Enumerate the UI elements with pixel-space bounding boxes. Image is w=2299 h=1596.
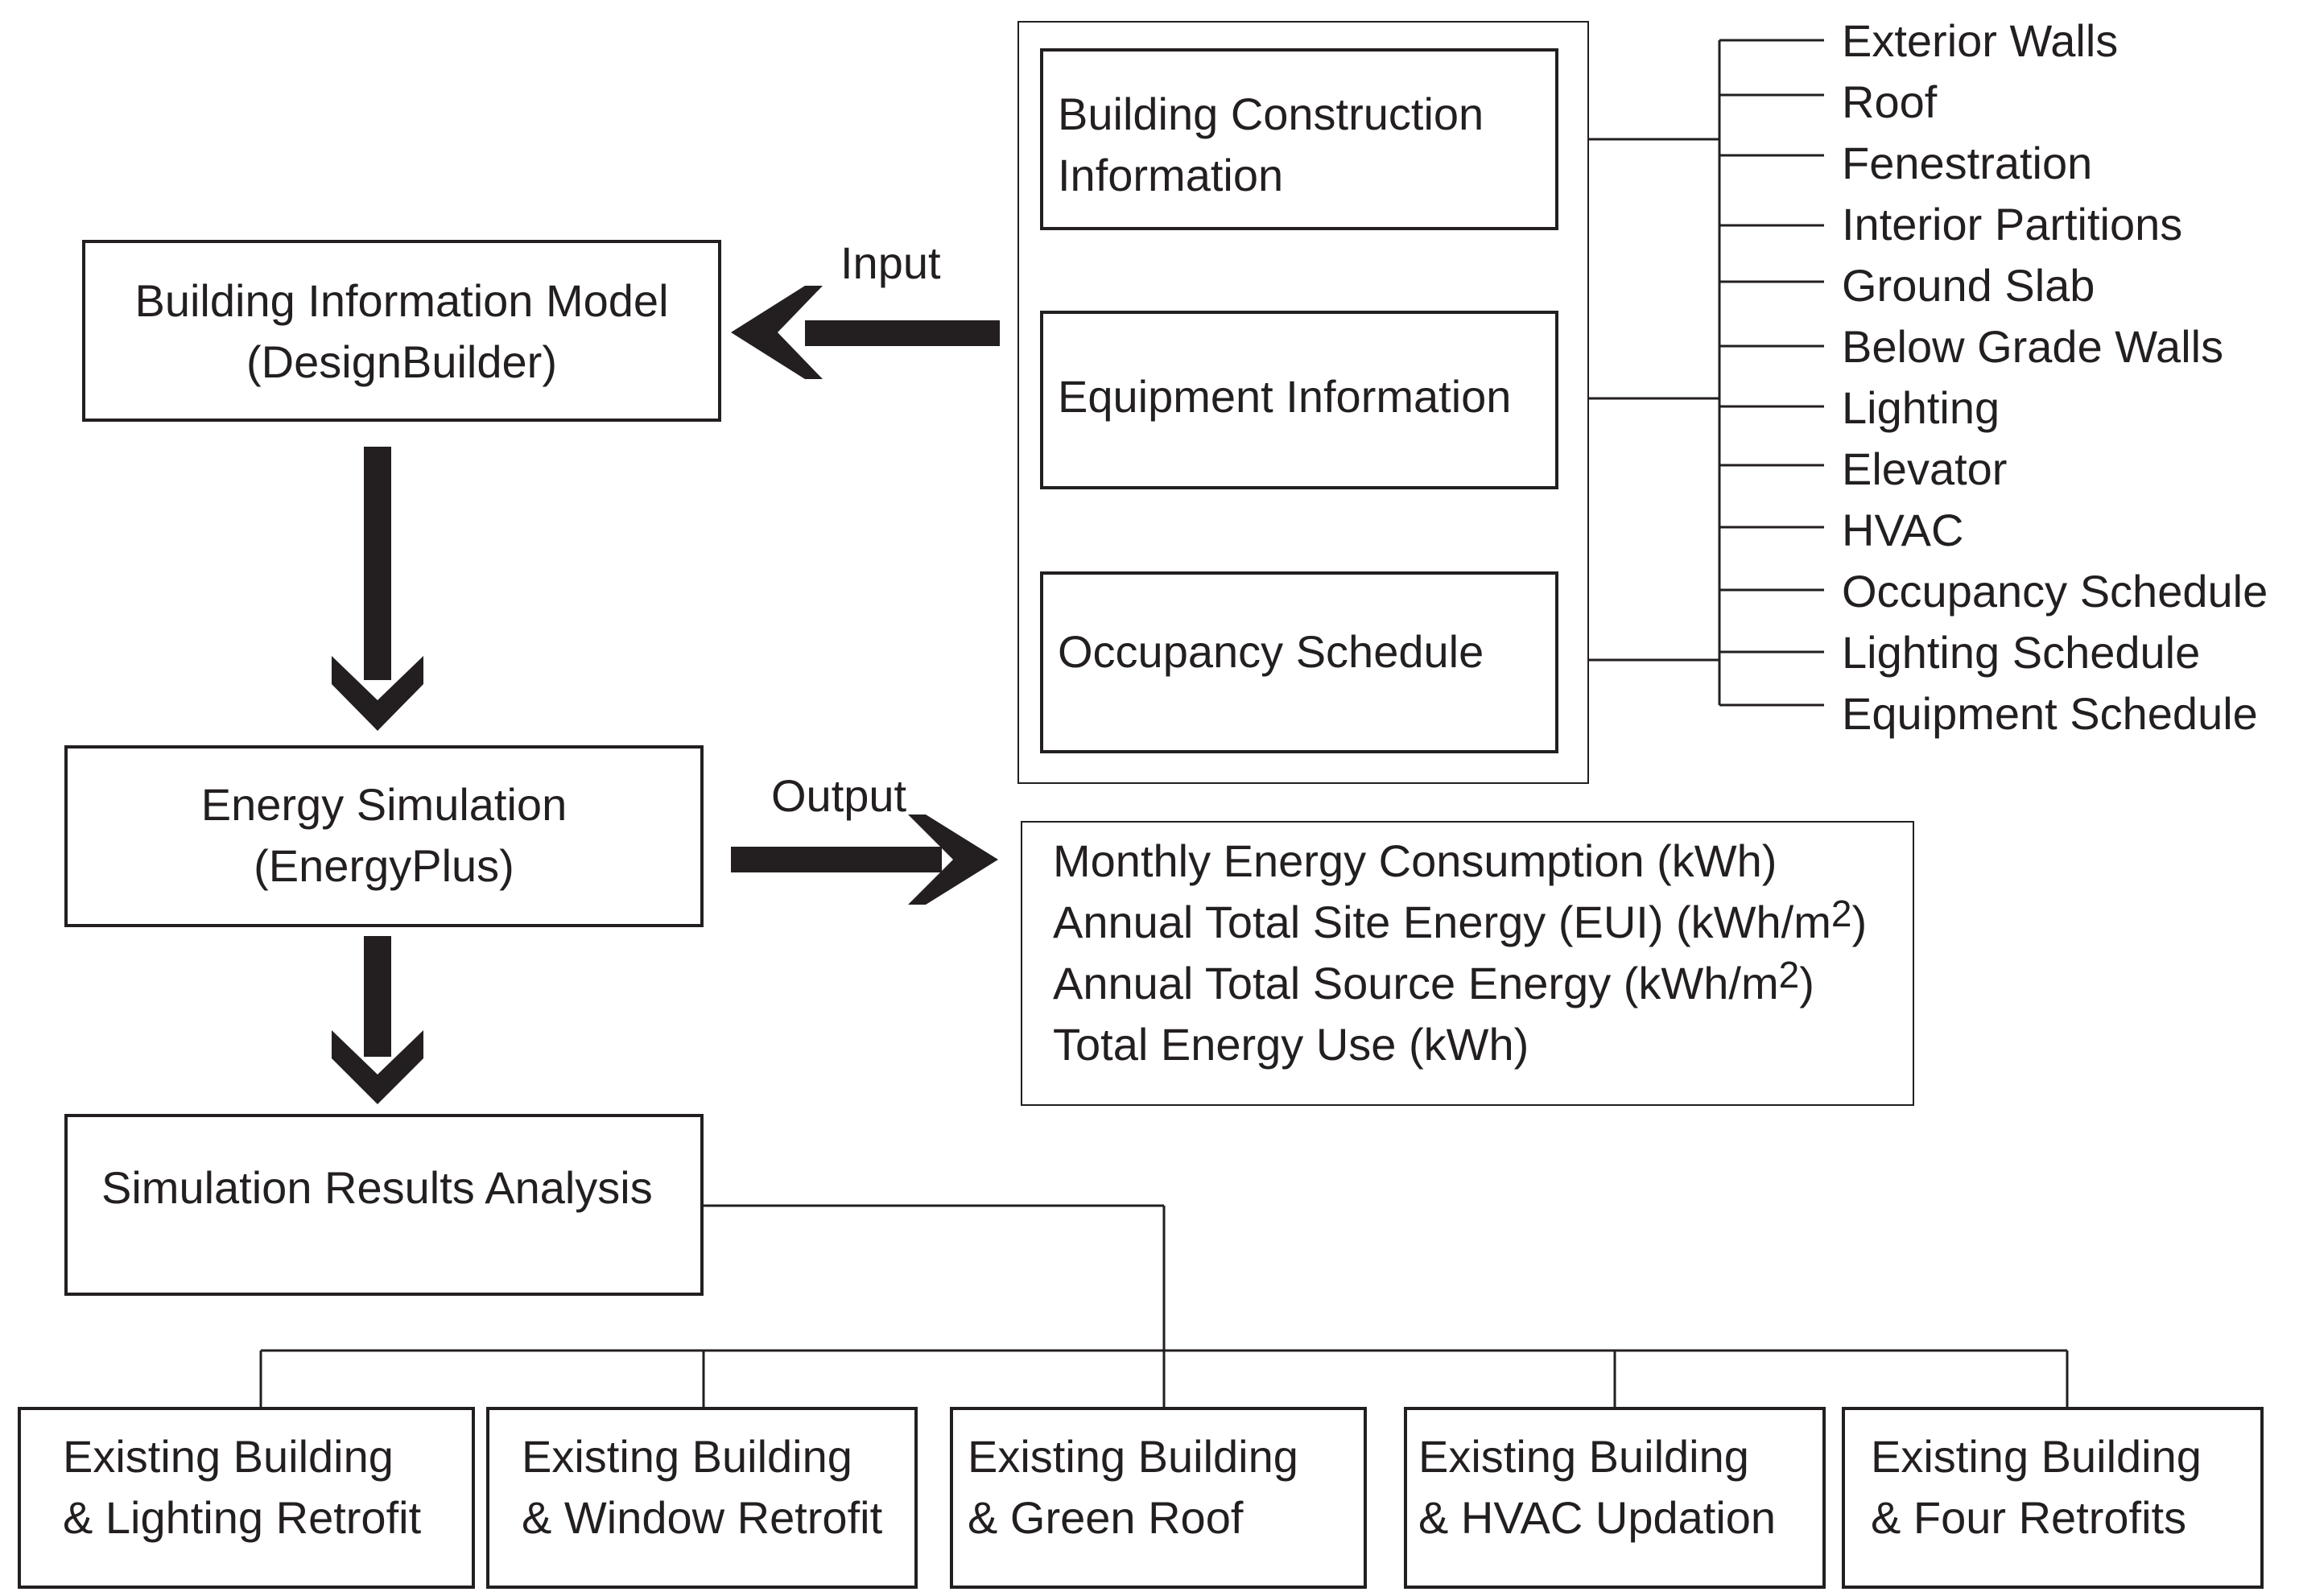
analysis-box (64, 1114, 704, 1296)
output-monthly: Monthly Energy Consumption (kWh) (1053, 835, 1777, 886)
scenario-line2: & HVAC Updation (1418, 1492, 1777, 1543)
equipment-line1: Equipment Information (1058, 371, 1512, 422)
output-site-energy: Annual Total Site Energy (EUI) (kWh/m2) (1053, 892, 1867, 955)
input-arrow (731, 286, 1000, 379)
output-site-energy-text: Annual Total Site Energy (EUI) (kWh/m (1053, 897, 1831, 947)
scenario-line2: & Lighting Retrofit (63, 1492, 422, 1543)
scenario-line1: Existing Building (63, 1431, 394, 1482)
down-arrow-2 (332, 936, 423, 1104)
input-item: Ground Slab (1842, 260, 2095, 311)
scenario-box-lighting (18, 1407, 475, 1589)
construction-line2: Information (1058, 150, 1284, 200)
scenario-line2: & Four Retrofits (1871, 1492, 2187, 1543)
down-arrow-1 (332, 447, 423, 731)
superscript-2: 2 (1831, 893, 1852, 934)
closing-paren: ) (1799, 958, 1814, 1008)
input-label: Input (840, 237, 941, 288)
scenario-line2: & Window Retrofit (522, 1492, 883, 1543)
input-item-bracket (1557, 39, 1824, 707)
input-item: Below Grade Walls (1842, 321, 2224, 372)
scenario-line1: Existing Building (1871, 1431, 2202, 1482)
input-item: Elevator (1842, 443, 2008, 494)
input-item: Exterior Walls (1842, 15, 2119, 66)
output-label: Output (771, 770, 907, 821)
scenario-line1: Existing Building (522, 1431, 852, 1482)
superscript-2: 2 (1778, 954, 1800, 996)
analysis-line1: Simulation Results Analysis (101, 1162, 653, 1213)
output-arrow (731, 814, 998, 905)
output-source-energy-text: Annual Total Source Energy (kWh/m (1053, 958, 1779, 1008)
construction-line1: Building Construction (1058, 89, 1484, 139)
scenario-line1: Existing Building (968, 1431, 1298, 1482)
scenario-line1: Existing Building (1418, 1431, 1749, 1482)
input-item: HVAC (1842, 505, 1964, 555)
output-total-energy: Total Energy Use (kWh) (1053, 1019, 1529, 1070)
scenario-box-hvac (1404, 1407, 1826, 1589)
scenario-tree (259, 1204, 2069, 1407)
energy-simulation-line1: Energy Simulation (200, 779, 568, 830)
scenario-box-window (486, 1407, 918, 1589)
input-item: Lighting Schedule (1842, 627, 2201, 678)
input-item: Interior Partitions (1842, 199, 2183, 250)
equipment-box (1040, 311, 1558, 489)
bim-line1: Building Information Model (134, 275, 669, 326)
energy-simulation-line2: (EnergyPlus) (254, 840, 514, 891)
input-item: Lighting (1842, 382, 2000, 433)
bim-box (82, 240, 721, 422)
energy-simulation-box (64, 745, 704, 927)
input-item: Fenestration (1842, 138, 2093, 188)
occupancy-box (1040, 571, 1558, 753)
input-item: Equipment Schedule (1842, 688, 2258, 739)
bim-line2: (DesignBuilder) (246, 336, 557, 387)
scenario-box-green-roof (950, 1407, 1367, 1589)
output-source-energy: Annual Total Source Energy (kWh/m2) (1053, 953, 1814, 1017)
construction-box (1040, 48, 1558, 230)
output-box (1021, 821, 1914, 1106)
scenario-line2: & Green Roof (968, 1492, 1244, 1543)
occupancy-line1: Occupancy Schedule (1058, 626, 1484, 677)
closing-paren: ) (1851, 897, 1868, 947)
input-item: Roof (1842, 76, 1938, 127)
input-item: Occupancy Schedule (1842, 566, 2268, 617)
scenario-box-four-retrofits (1842, 1407, 2264, 1589)
